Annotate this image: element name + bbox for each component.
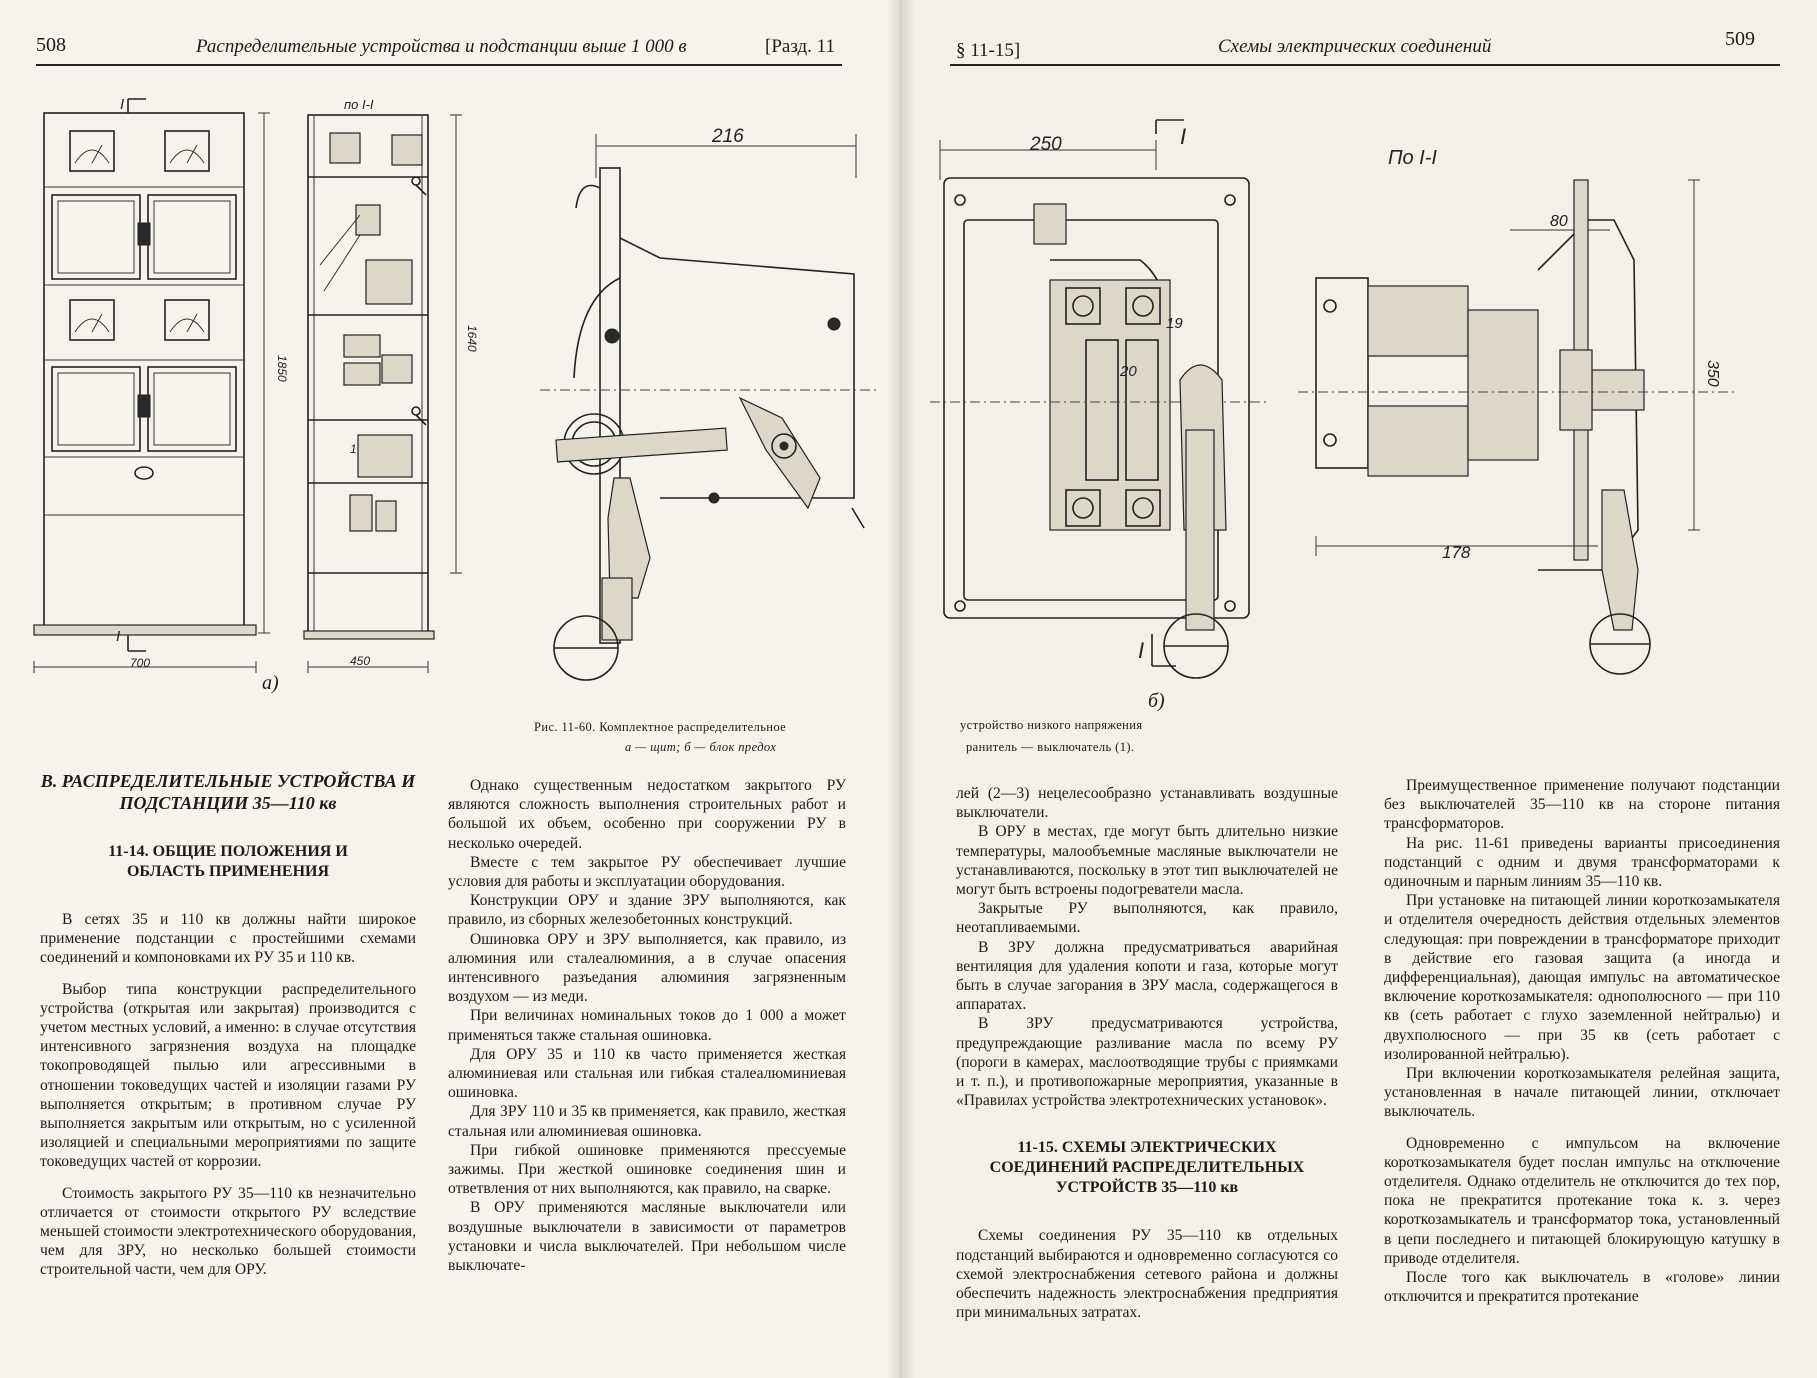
dim-80: 80: [1550, 213, 1568, 230]
dim-1640: 1640: [465, 325, 479, 352]
col4-paragraph: При установке на питающей линии короткоз…: [1384, 892, 1780, 1063]
col4-paragraph: При включении короткозамыкателя релейная…: [1384, 1065, 1780, 1121]
dim-19: 19: [1166, 315, 1183, 332]
subsection-title-11-14: 11-14. ОБЩИЕ ПОЛОЖЕНИЯ И ОБЛАСТЬ ПРИМЕНЕ…: [108, 843, 348, 880]
dim-216: 216: [711, 126, 744, 147]
dim-178: 178: [1442, 543, 1471, 562]
running-title-left: Распределительные устройства и подстанци…: [196, 36, 687, 57]
switchboard-front-view: I I 1850 700: [33, 96, 289, 673]
column-1: В. РАСПРЕДЕЛИТЕЛЬНЫЕ УСТРОЙСТВА И ПОДСТА…: [40, 770, 416, 1280]
header-rule-left: [36, 64, 842, 66]
cut-mark-top-b: I: [1180, 124, 1186, 149]
col2-paragraph: Конструкции ОРУ и здание ЗРУ выполняются…: [448, 892, 846, 929]
dim-250: 250: [1029, 134, 1062, 155]
col2-paragraph: Для ЗРУ 110 и 35 кв применяется, как пра…: [448, 1103, 846, 1140]
section-ref-left: [Разд. 11: [765, 36, 835, 57]
section-title: В. РАСПРЕДЕЛИТЕЛЬНЫЕ УСТРОЙСТВА И ПОДСТА…: [40, 771, 416, 813]
figure-caption-right-line1: устройство низкого напряжения: [960, 718, 1143, 732]
dim-20: 20: [1119, 363, 1137, 380]
dim-350: 350: [1704, 360, 1721, 387]
left-page: 508 Распределительные устройства и подст…: [0, 0, 900, 1378]
column-4: Преимущественное применение получают под…: [1384, 776, 1780, 1306]
col2-paragraph: При гибкой ошиновке применяются прессуем…: [448, 1141, 846, 1198]
section-view-title: По I-I: [1388, 147, 1437, 169]
col2-paragraph: Для ОРУ 35 и 110 кв часто применяется же…: [448, 1045, 846, 1102]
dim-1850: 1850: [275, 355, 289, 382]
col3-paragraph: В ОРУ в местах, где могут быть длительно…: [956, 823, 1338, 899]
col3-paragraph: лей (2—3) нецелесообразно устанавливать …: [956, 785, 1338, 822]
subsection-title-11-15: 11-15. СХЕМЫ ЭЛЕКТРИЧЕСКИХ СОЕДИНЕНИЙ РА…: [989, 1139, 1305, 1197]
right-page: § 11-15] Схемы электрических соединений …: [900, 0, 1817, 1378]
col3-paragraph: Схемы соединения РУ 35—110 кв отдельных …: [956, 1227, 1338, 1322]
fuse-switch-side-view: 216: [540, 126, 880, 681]
page-number-left: 508: [36, 34, 66, 56]
col1-paragraph: В сетях 35 и 110 кв должны найти широкое…: [40, 911, 416, 967]
col3-paragraph: В ЗРУ должна предусматриваться аварийная…: [956, 938, 1338, 1014]
figure-caption-line1: Рис. 11-60. Комплектное распределительно…: [534, 720, 787, 734]
dim-700: 700: [130, 656, 150, 670]
col4-paragraph: Одновременно с импульсом на включение ко…: [1384, 1134, 1780, 1267]
figure-b-label: б): [1148, 690, 1165, 712]
col1-paragraph: Стоимость закрытого РУ 35—110 кв незначи…: [40, 1184, 416, 1279]
cut-mark-bottom-b: I: [1138, 638, 1144, 663]
col2-paragraph: В ОРУ применяются масляные выключатели и…: [448, 1199, 846, 1275]
cut-mark-top: I: [120, 96, 124, 113]
fuse-block-section-view: По I-I 80 350 178: [1298, 147, 1738, 675]
col3-paragraph: В ЗРУ предусматриваются устройства, пред…: [956, 1015, 1338, 1110]
fuse-block-front-view: 250 I 19 20 I: [930, 119, 1270, 679]
running-title-right: Схемы электрических соединений: [1218, 36, 1492, 57]
switchboard-side-view: по I-I 1 1640 450: [303, 97, 479, 673]
col4-paragraph: На рис. 11-61 приведены варианты присоед…: [1384, 834, 1780, 891]
tag-1: 1: [350, 442, 357, 456]
column-2: Однако существенным недостатком закрытог…: [448, 776, 846, 1275]
dim-450: 450: [350, 654, 370, 668]
col2-paragraph: Вместе с тем закрытое РУ обеспечивает лу…: [448, 853, 846, 891]
col2-paragraph: Ошиновка ОРУ и ЗРУ выполняется, как прав…: [448, 930, 846, 1006]
col2-paragraph: Однако существенным недостатком закрытог…: [448, 777, 846, 852]
col1-paragraph: Выбор типа конструкции распределительног…: [40, 980, 416, 1171]
section-ref-right: § 11-15]: [956, 40, 1021, 61]
figure-a-label: а): [262, 672, 279, 694]
col3-paragraph: Закрытые РУ выполняются, как правило, не…: [956, 900, 1338, 937]
figure-caption-right-line2: ранитель — выключатель (1).: [966, 740, 1135, 754]
cut-mark-bottom: I: [116, 628, 120, 645]
figure-caption-line2: а — щит; б — блок предох: [625, 740, 777, 754]
column-3: лей (2—3) нецелесообразно устанавливать …: [956, 784, 1338, 1322]
page-number-right: 509: [1725, 28, 1755, 50]
col4-paragraph: После того как выключатель в «голове» ли…: [1384, 1269, 1780, 1306]
header-rule-right: [950, 64, 1780, 66]
col2-paragraph: При величинах номинальных токов до 1 000…: [448, 1007, 846, 1044]
side-view-title: по I-I: [344, 97, 374, 112]
col4-paragraph: Преимущественное применение получают под…: [1384, 777, 1780, 833]
